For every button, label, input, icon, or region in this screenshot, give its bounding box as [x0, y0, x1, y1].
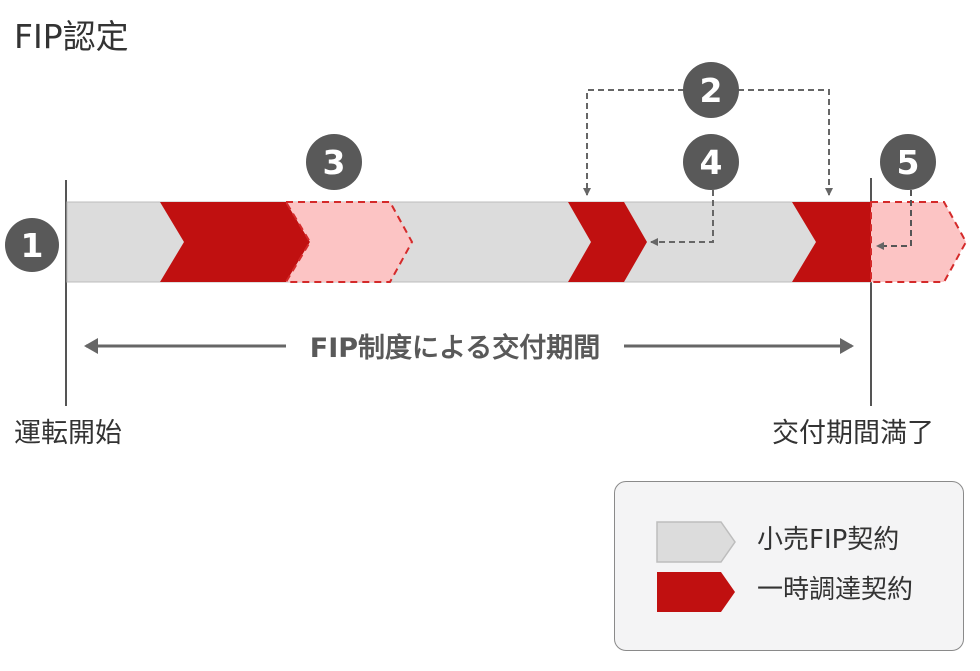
- marker-2-connector-right: [738, 89, 833, 196]
- marker-1: 1: [5, 218, 59, 272]
- marker-5-connector: [876, 190, 912, 250]
- marker-3: 3: [306, 134, 362, 190]
- period-label: FIP制度による交付期間: [310, 332, 600, 364]
- legend-swatch-retail-fip: [656, 521, 736, 563]
- svg-text:3: 3: [323, 143, 346, 182]
- period-arrow-left-head: [84, 338, 98, 354]
- marker-4: 4: [683, 134, 739, 190]
- fip-timeline-diagram: FIP制度による交付期間 1 2 3 4 5: [5, 62, 968, 406]
- svg-text:1: 1: [21, 226, 44, 265]
- temporary-procurement-segment-3: [792, 202, 871, 282]
- marker-2-connector-left: [583, 89, 684, 196]
- page-title: FIP認定: [14, 17, 129, 56]
- svg-text:4: 4: [700, 143, 723, 182]
- svg-text:2: 2: [700, 71, 723, 110]
- marker-5: 5: [880, 134, 936, 190]
- legend-label-temporary-procurement: 一時調達契約: [757, 575, 914, 605]
- marker-4-connector: [650, 190, 714, 246]
- legend-label-retail-fip: 小売FIP契約: [757, 525, 900, 555]
- start-label: 運転開始: [14, 418, 122, 449]
- planned-fip-segment-1: [284, 201, 414, 283]
- legend-item-temporary-procurement: 一時調達契約: [655, 570, 955, 612]
- temporary-procurement-segment-1: [160, 202, 310, 282]
- marker-2: 2: [683, 62, 739, 118]
- planned-fip-segment-2: [870, 201, 968, 283]
- legend-swatch-temporary-procurement: [657, 572, 735, 612]
- legend-item-retail-fip: 小売FIP契約: [655, 520, 955, 563]
- end-label: 交付期間満了: [772, 418, 934, 449]
- legend: 小売FIP契約 一時調達契約: [614, 481, 964, 651]
- period-arrow-right-head: [840, 338, 854, 354]
- temporary-procurement-segment-2: [568, 202, 647, 282]
- svg-text:5: 5: [897, 143, 920, 182]
